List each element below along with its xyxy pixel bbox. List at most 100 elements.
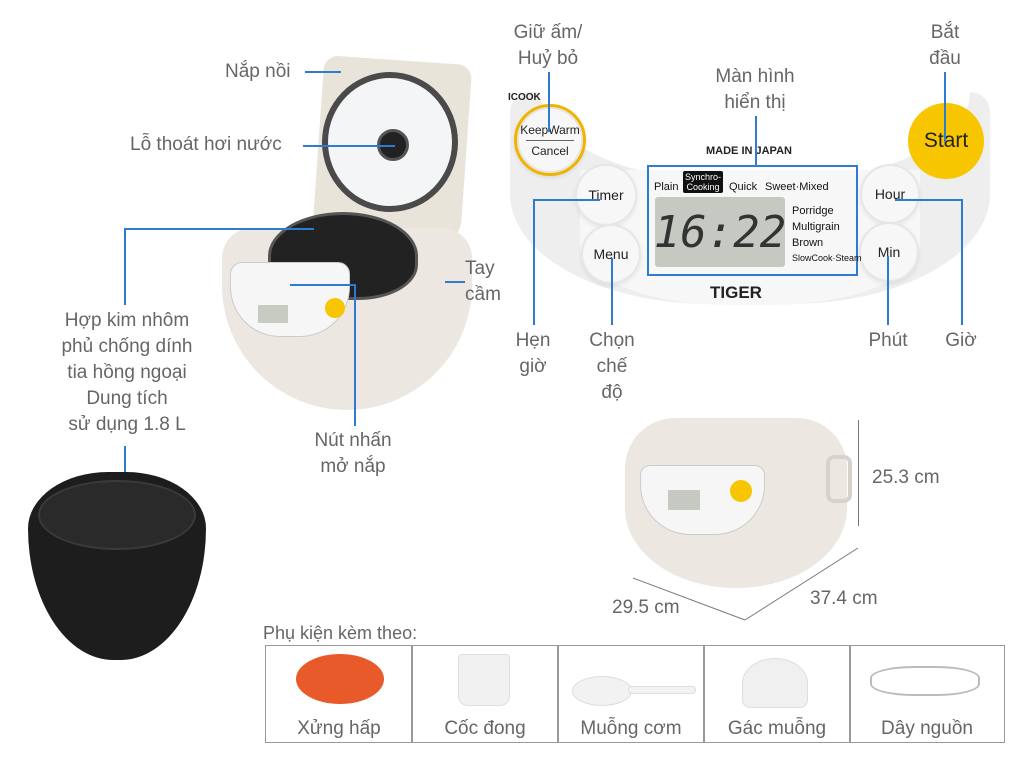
hour-label: Hour [874, 186, 906, 202]
mode-synchro-cooking: Synchro- Cooking [683, 171, 724, 193]
text-line: đầu [929, 48, 961, 69]
lcd-time: 16:22 [653, 206, 787, 258]
accessory-power-cord: Dây nguồn [849, 645, 1005, 743]
start-button[interactable]: Start [908, 103, 984, 179]
text-line: Hẹn [515, 330, 551, 351]
rice-paddle-handle [628, 686, 696, 694]
dimension-line-width [744, 547, 859, 621]
callout-menu: Chọn chế độ [572, 328, 652, 406]
callout-lid-button: Nút nhấn mở nắp [293, 428, 413, 480]
callout-line [305, 71, 341, 73]
text-line: Huỷ bỏ [517, 48, 579, 69]
text-line: sử dụng 1.8 L [68, 414, 186, 435]
callout-line [533, 199, 600, 201]
dimension-line-depth [632, 577, 746, 621]
text-line: Chọn [589, 330, 635, 351]
cooker-closed-handle [826, 455, 852, 503]
accessory-label: Cốc đong [444, 718, 526, 739]
cooker-closed-start [730, 480, 752, 502]
callout-timer: Hẹn giờ [498, 328, 568, 380]
callout-handle: Tay cầm [465, 256, 501, 308]
text-line: mở nắp [320, 456, 386, 477]
power-cord-icon [870, 666, 980, 696]
dimension-line-height [858, 420, 859, 526]
accessory-label: Muỗng cơm [580, 718, 682, 739]
lcd-screen: 16:22 [653, 197, 787, 267]
text-line: Cooking [686, 182, 720, 192]
menu-button[interactable]: Menu [581, 224, 641, 284]
callout-start: Bắt đầu [915, 20, 975, 72]
callout-keepwarm: Giữ ấm/ Huỷ bỏ [500, 20, 596, 72]
dimension-depth: 29.5 cm [612, 597, 680, 618]
callout-hour: Giờ [945, 330, 977, 351]
callout-line [944, 72, 946, 142]
keepwarm-cancel-button[interactable]: KeepWarm Cancel [514, 104, 586, 176]
mode-plain: Plain [654, 181, 679, 193]
paddle-holder-icon [742, 658, 808, 708]
mode-multigrain: Multigrain [792, 221, 840, 233]
callout-line [887, 256, 889, 325]
callout-line [611, 258, 613, 325]
callout-line [303, 145, 395, 147]
steamer-icon [296, 654, 384, 704]
text-line: chế [596, 356, 628, 377]
min-label: Min [877, 244, 901, 260]
text-line: Nút nhấn [314, 430, 392, 451]
callout-line [895, 199, 963, 201]
callout-min: Phút [868, 330, 908, 351]
cancel-label: Cancel [531, 143, 569, 158]
text-line: độ [601, 382, 623, 403]
text-line: Màn hình [715, 66, 795, 87]
callout-display: Màn hình hiển thị [700, 64, 810, 116]
body-start-dot [325, 298, 345, 318]
lid-gasket [322, 72, 458, 212]
accessory-label: Dây nguồn [881, 718, 973, 739]
text-line: Giữ ấm/ [513, 22, 583, 43]
display-highlight-box [647, 165, 858, 276]
callout-line [533, 199, 535, 325]
dimension-height: 25.3 cm [872, 467, 940, 488]
brand-tag: ICOOK [508, 92, 541, 103]
text-line: Tay [465, 258, 495, 279]
text-line: phủ chống dính [61, 336, 193, 357]
menu-label: Menu [593, 246, 629, 262]
callout-line [354, 284, 356, 426]
text-line: Hợp kim nhôm [64, 310, 190, 331]
callout-line [755, 116, 757, 166]
removed-inner-pot-interior [38, 480, 196, 550]
accessory-label: Gác muỗng [727, 718, 827, 739]
text-line: Dung tích [86, 388, 168, 409]
accessory-rice-paddle: Muỗng cơm [557, 645, 705, 743]
hour-button[interactable]: Hour [860, 164, 920, 224]
made-in-label: MADE IN JAPAN [706, 145, 792, 157]
tiger-logo: TIGER [710, 283, 762, 302]
callout-steam-vent: Lỗ thoát hơi nước [130, 134, 282, 155]
callout-line [961, 199, 963, 325]
text-line: cầm [465, 284, 501, 305]
mode-quick: Quick [729, 181, 758, 193]
min-button[interactable]: Min [859, 222, 919, 282]
accessory-paddle-holder: Gác muỗng [703, 645, 851, 743]
text-line: hiển thị [724, 92, 786, 113]
accessory-label: Xửng hấp [297, 718, 381, 739]
mode-sweet-mixed: Sweet·Mixed [765, 181, 829, 193]
mode-brown: Brown [792, 237, 824, 249]
dimension-width: 37.4 cm [810, 588, 878, 609]
callout-lid: Nắp nồi [225, 61, 291, 82]
callout-line [124, 228, 126, 305]
callout-line [124, 228, 314, 230]
text-line: Bắt [930, 22, 960, 43]
accessory-steamer: Xửng hấp [265, 645, 413, 743]
timer-button[interactable]: Timer [575, 164, 637, 226]
callout-line [445, 281, 465, 283]
mode-porridge: Porridge [792, 205, 834, 217]
callout-line [290, 284, 356, 286]
text-line: Synchro- [685, 172, 722, 182]
accessories-title: Phụ kiện kèm theo: [263, 623, 418, 643]
text-line: giờ [519, 356, 547, 377]
text-line: tia hồng ngoại [67, 362, 187, 383]
cooker-closed-lcd [668, 490, 700, 510]
callout-inner-pot: Hợp kim nhôm phủ chống dính tia hồng ngo… [47, 308, 207, 438]
measuring-cup-icon [458, 654, 510, 706]
